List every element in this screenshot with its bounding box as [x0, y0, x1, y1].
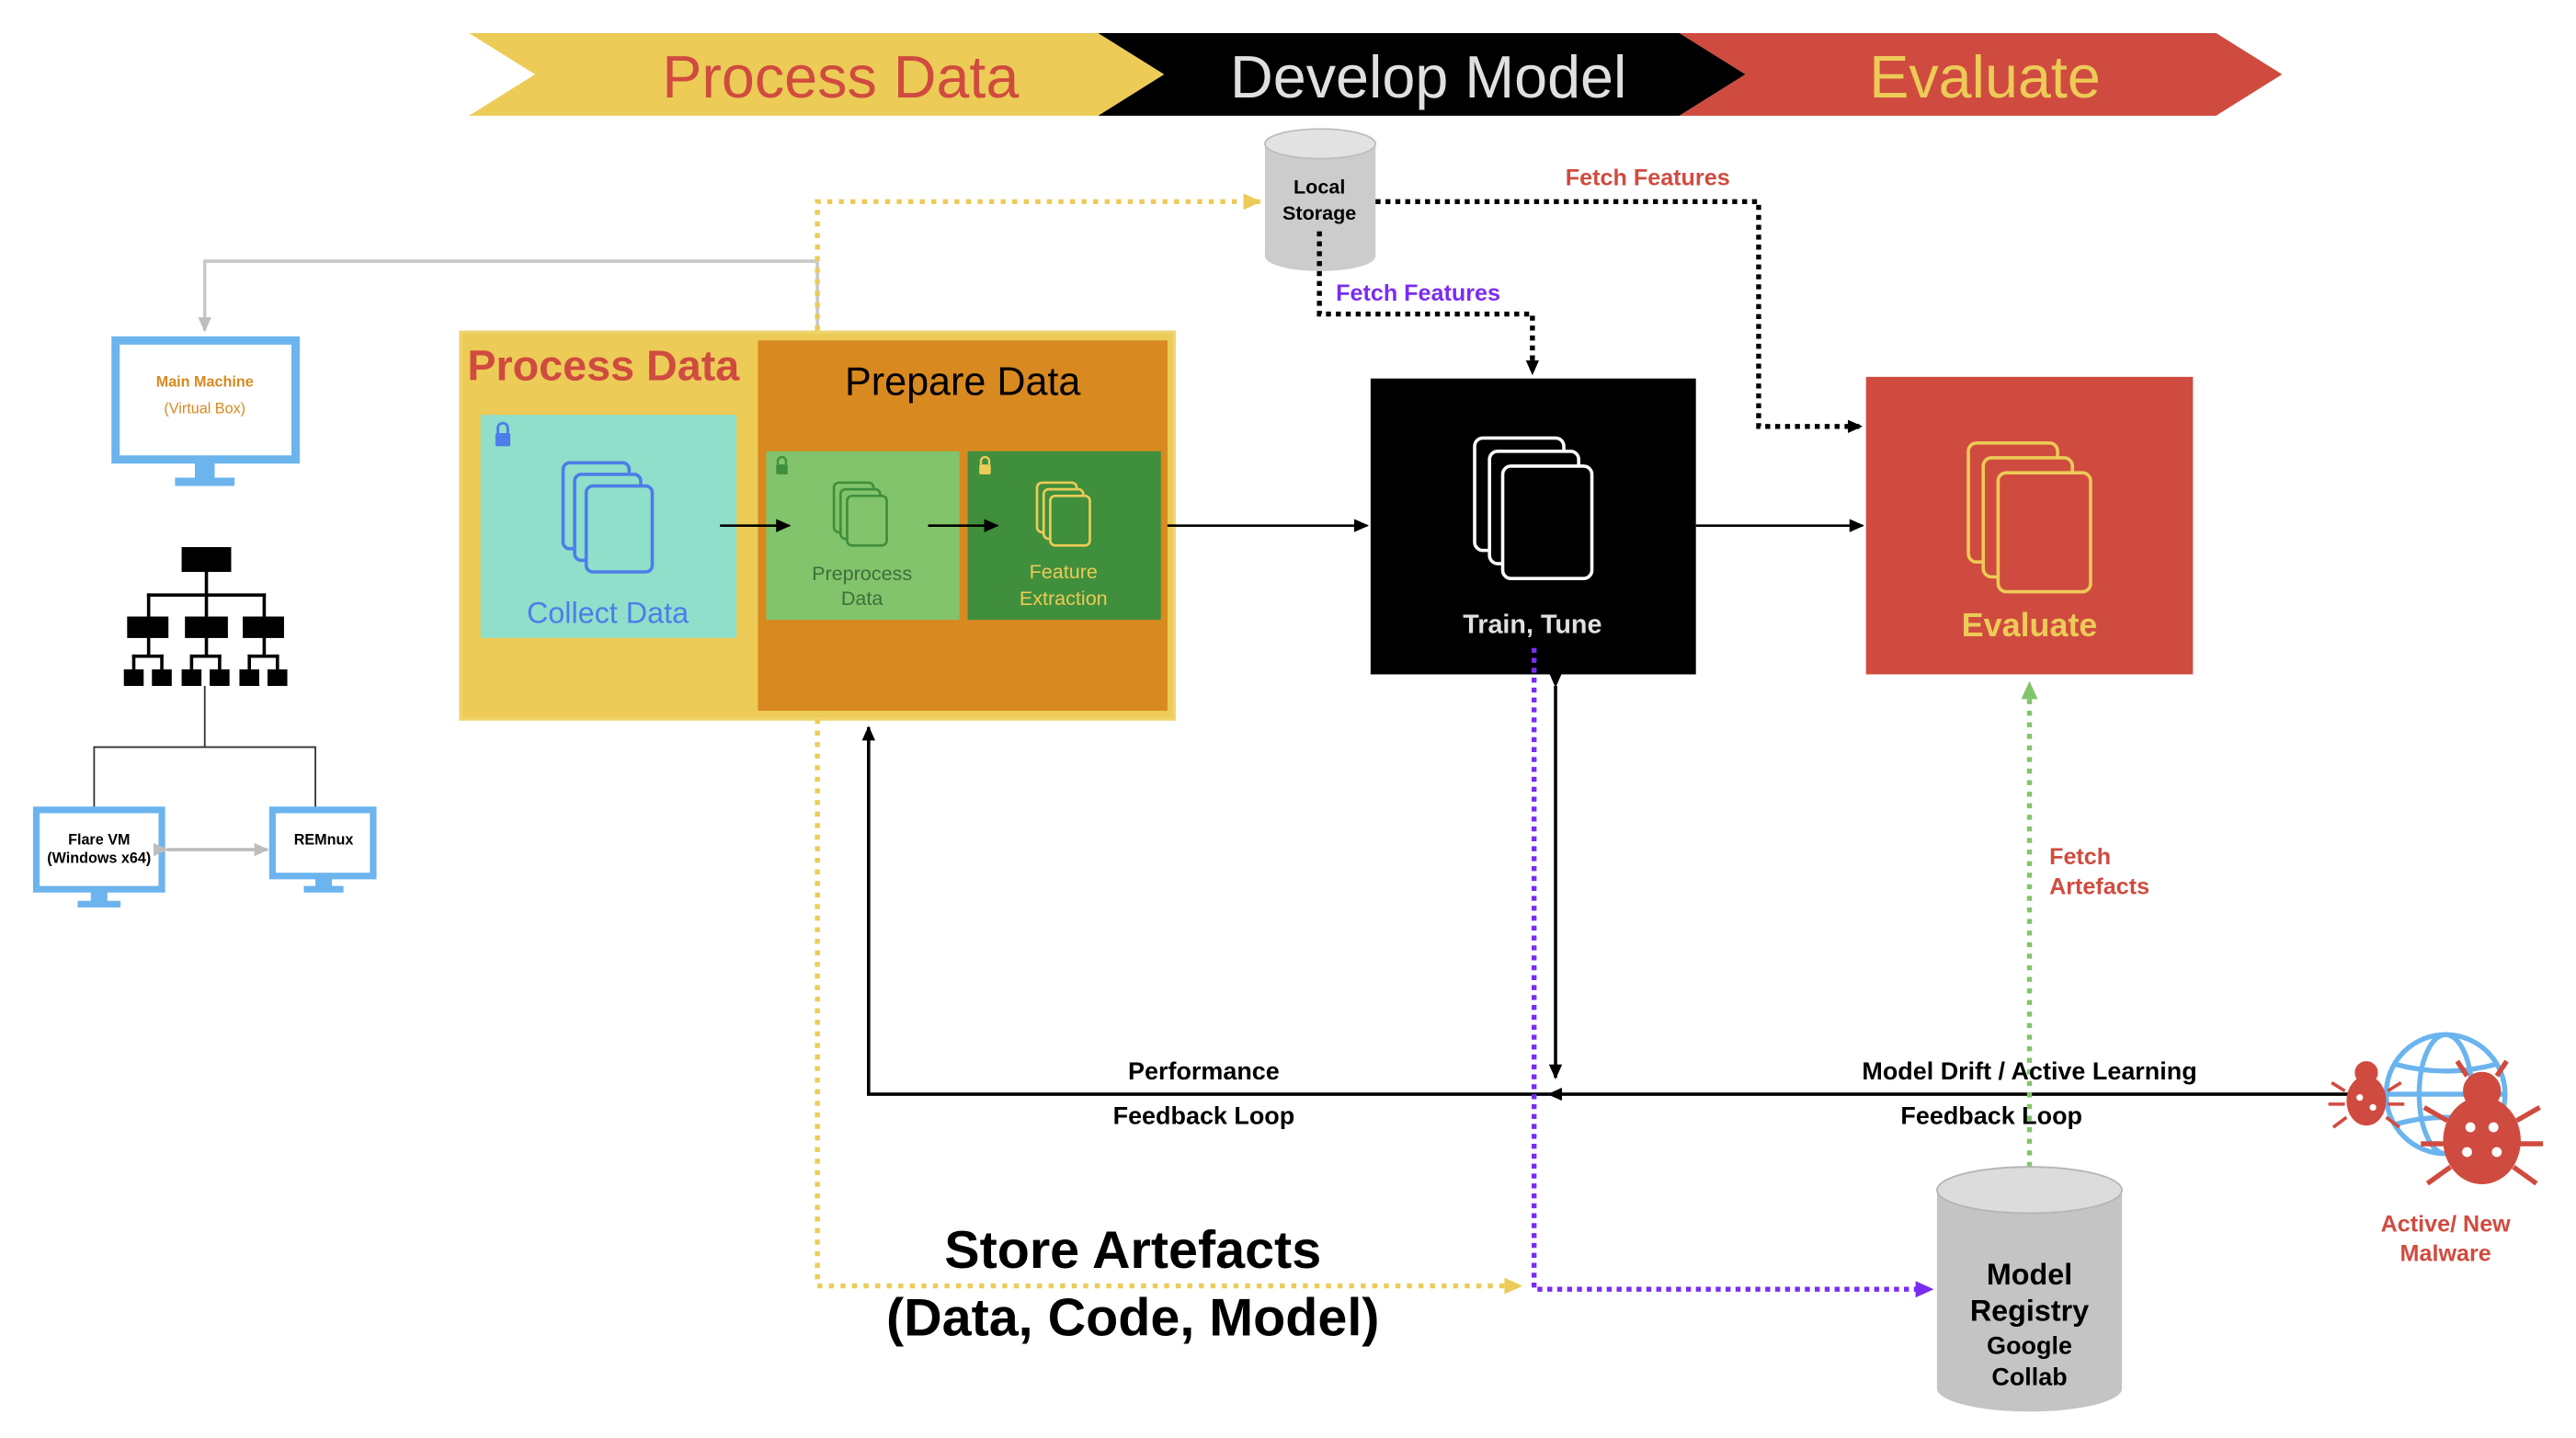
preprocess-data-label: Data: [840, 587, 883, 611]
preprocess-data-label: Preprocess: [812, 562, 913, 586]
store-artefacts-label: Store Artefacts: [944, 1219, 1322, 1280]
lock-icon: [495, 421, 511, 447]
local-storage-label: Storage: [1282, 201, 1357, 225]
lock-icon: [776, 455, 788, 474]
malware-bug-icon: [2421, 1059, 2544, 1186]
flare-vm-label: (Windows x64): [47, 850, 152, 866]
fetch-features-eval-label: Fetch Features: [1565, 163, 1730, 190]
fetch-artefacts-label: Fetch: [2049, 842, 2112, 870]
fetch-features-train-arrow: [1316, 231, 1540, 376]
fetch-features-train-label: Fetch Features: [1336, 279, 1501, 306]
collect-data-label: Collect Data: [526, 596, 690, 630]
banner-process-label: Process Data: [662, 42, 1020, 111]
model-registry-cylinder: [1936, 1166, 2124, 1412]
fetch-artefacts-label: Artefacts: [2049, 873, 2150, 899]
process-data-title: Process Data: [467, 340, 740, 391]
document-stack-icon: [561, 461, 655, 574]
virtual-box-label: (Virtual Box): [164, 400, 246, 417]
model-registry-label: Collab: [1991, 1364, 2068, 1392]
fetch-features-eval-arrow: [1375, 199, 1864, 433]
banner-evaluate-label: Evaluate: [1869, 42, 2101, 111]
main-machine-label: Main Machine: [155, 373, 254, 391]
banner-develop-chevron: [1098, 32, 1746, 116]
flare-vm-label: Flare VM: [68, 831, 131, 849]
malware-label: Active/ New: [2380, 1209, 2511, 1237]
performance-feedback-label: Feedback Loop: [1112, 1102, 1295, 1131]
performance-feedback-label: Performance: [1128, 1057, 1280, 1087]
document-stack-icon: [1473, 436, 1594, 580]
feature-extraction-label: Extraction: [1019, 587, 1108, 611]
network-hierarchy-icon: [123, 547, 288, 687]
lock-icon: [979, 455, 991, 474]
document-stack-icon: [1966, 440, 2092, 594]
malware-label: Malware: [2399, 1239, 2491, 1267]
drift-feedback-label: Model Drift / Active Learning: [1862, 1057, 2197, 1087]
local-storage-label: Local: [1294, 175, 1346, 199]
feature-extraction-label: Feature: [1029, 560, 1098, 584]
document-stack-icon: [832, 481, 888, 547]
train-tune-label: Train, Tune: [1463, 611, 1602, 640]
main-machine-monitor: [111, 336, 301, 486]
remnux-monitor: [268, 806, 377, 893]
flare-vm-monitor: [32, 806, 165, 907]
document-stack-icon: [1035, 481, 1091, 547]
banner-develop-label: Develop Model: [1230, 42, 1627, 111]
host-link-line: [198, 259, 819, 333]
model-registry-label: Registry: [1969, 1294, 2090, 1328]
train-to-registry-arrow: [1531, 647, 1934, 1298]
local-storage-cylinder: [1263, 128, 1377, 271]
malware-spots: [2356, 1094, 2502, 1158]
banner-evaluate-chevron: [1679, 32, 2283, 116]
remnux-label: REMnux: [293, 831, 354, 849]
model-registry-label: Model: [1986, 1258, 2073, 1292]
vm-branch-line: [93, 746, 316, 809]
drift-feedback-label: Feedback Loop: [1900, 1102, 2083, 1131]
malware-bug-icon: [2328, 1061, 2405, 1129]
store-to-local-arrow: [815, 193, 1262, 331]
performance-feedback-arrow: [861, 725, 1549, 1096]
banner-process-chevron: [469, 32, 1165, 116]
prepare-data-title: Prepare Data: [844, 360, 1081, 405]
evaluate-label: Evaluate: [1961, 608, 2098, 645]
model-registry-label: Google: [1987, 1331, 2072, 1361]
store-artefacts-arrow: [815, 718, 1523, 1295]
store-artefacts-label: (Data, Code, Model): [885, 1287, 1380, 1348]
